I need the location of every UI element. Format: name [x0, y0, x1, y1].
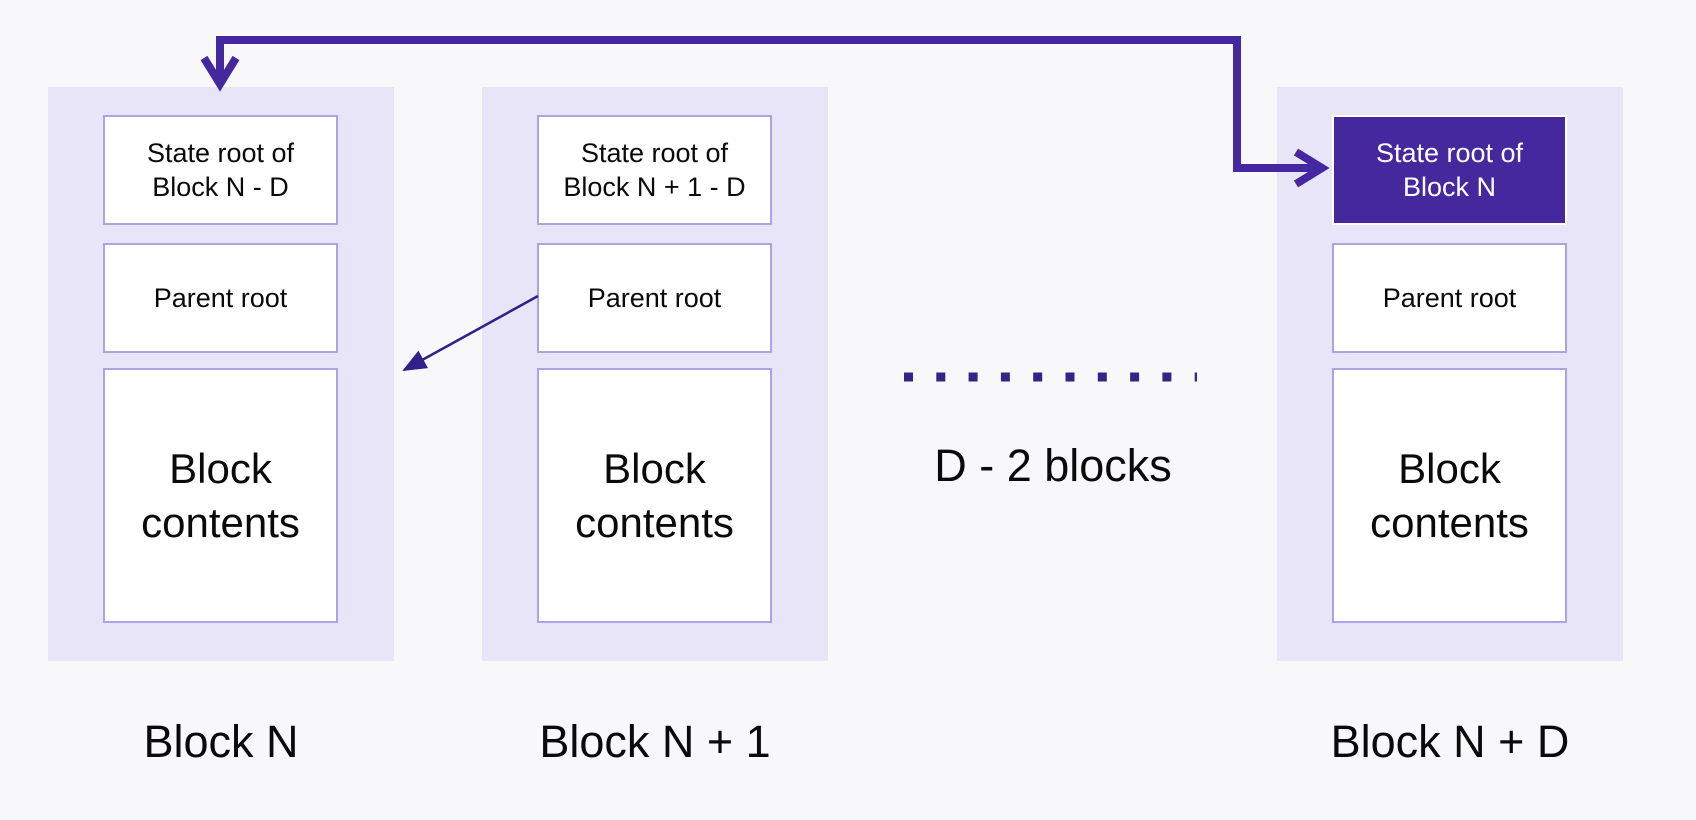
state-root-line2: Block N: [1402, 172, 1497, 202]
state-root-box: State root of Block N + 1 - D: [537, 115, 772, 225]
block-contents-line2: contents: [1370, 498, 1529, 546]
gap-label: D - 2 blocks: [934, 440, 1172, 491]
block-contents-line1: Block: [169, 444, 272, 492]
state-root-line2: Block N - D: [152, 172, 289, 202]
state-root-box-highlighted: State root of Block N: [1332, 115, 1567, 225]
block-container-n-plus-d: State root of Block N Parent root Block …: [1277, 87, 1623, 661]
block-contents-box: Block contents: [103, 368, 338, 623]
state-root-line2: Block N + 1 - D: [563, 172, 746, 202]
parent-root-box: Parent root: [1332, 243, 1567, 353]
block-label-n-plus-d: Block N + D: [1330, 716, 1570, 767]
block-contents-line1: Block: [1398, 444, 1501, 492]
state-root-line1: State root of: [146, 138, 295, 168]
state-root-box: State root of Block N - D: [103, 115, 338, 225]
state-root-line1: State root of: [580, 138, 729, 168]
block-label-n: Block N: [143, 716, 299, 767]
parent-root-box: Parent root: [103, 243, 338, 353]
block-container-n: State root of Block N - D Parent root Bl…: [48, 87, 394, 661]
block-container-n-plus-1: State root of Block N + 1 - D Parent roo…: [482, 87, 828, 661]
parent-root-label: Parent root: [153, 282, 288, 313]
parent-root-label: Parent root: [1382, 282, 1517, 313]
parent-root-box: Parent root: [537, 243, 772, 353]
state-root-line1: State root of: [1375, 138, 1524, 168]
block-contents-box: Block contents: [1332, 368, 1567, 623]
block-contents-box: Block contents: [537, 368, 772, 623]
parent-root-label: Parent root: [587, 282, 722, 313]
block-label-n-plus-1: Block N + 1: [539, 716, 771, 767]
block-contents-line2: contents: [575, 498, 734, 546]
block-contents-line2: contents: [141, 498, 300, 546]
block-contents-line1: Block: [603, 444, 706, 492]
